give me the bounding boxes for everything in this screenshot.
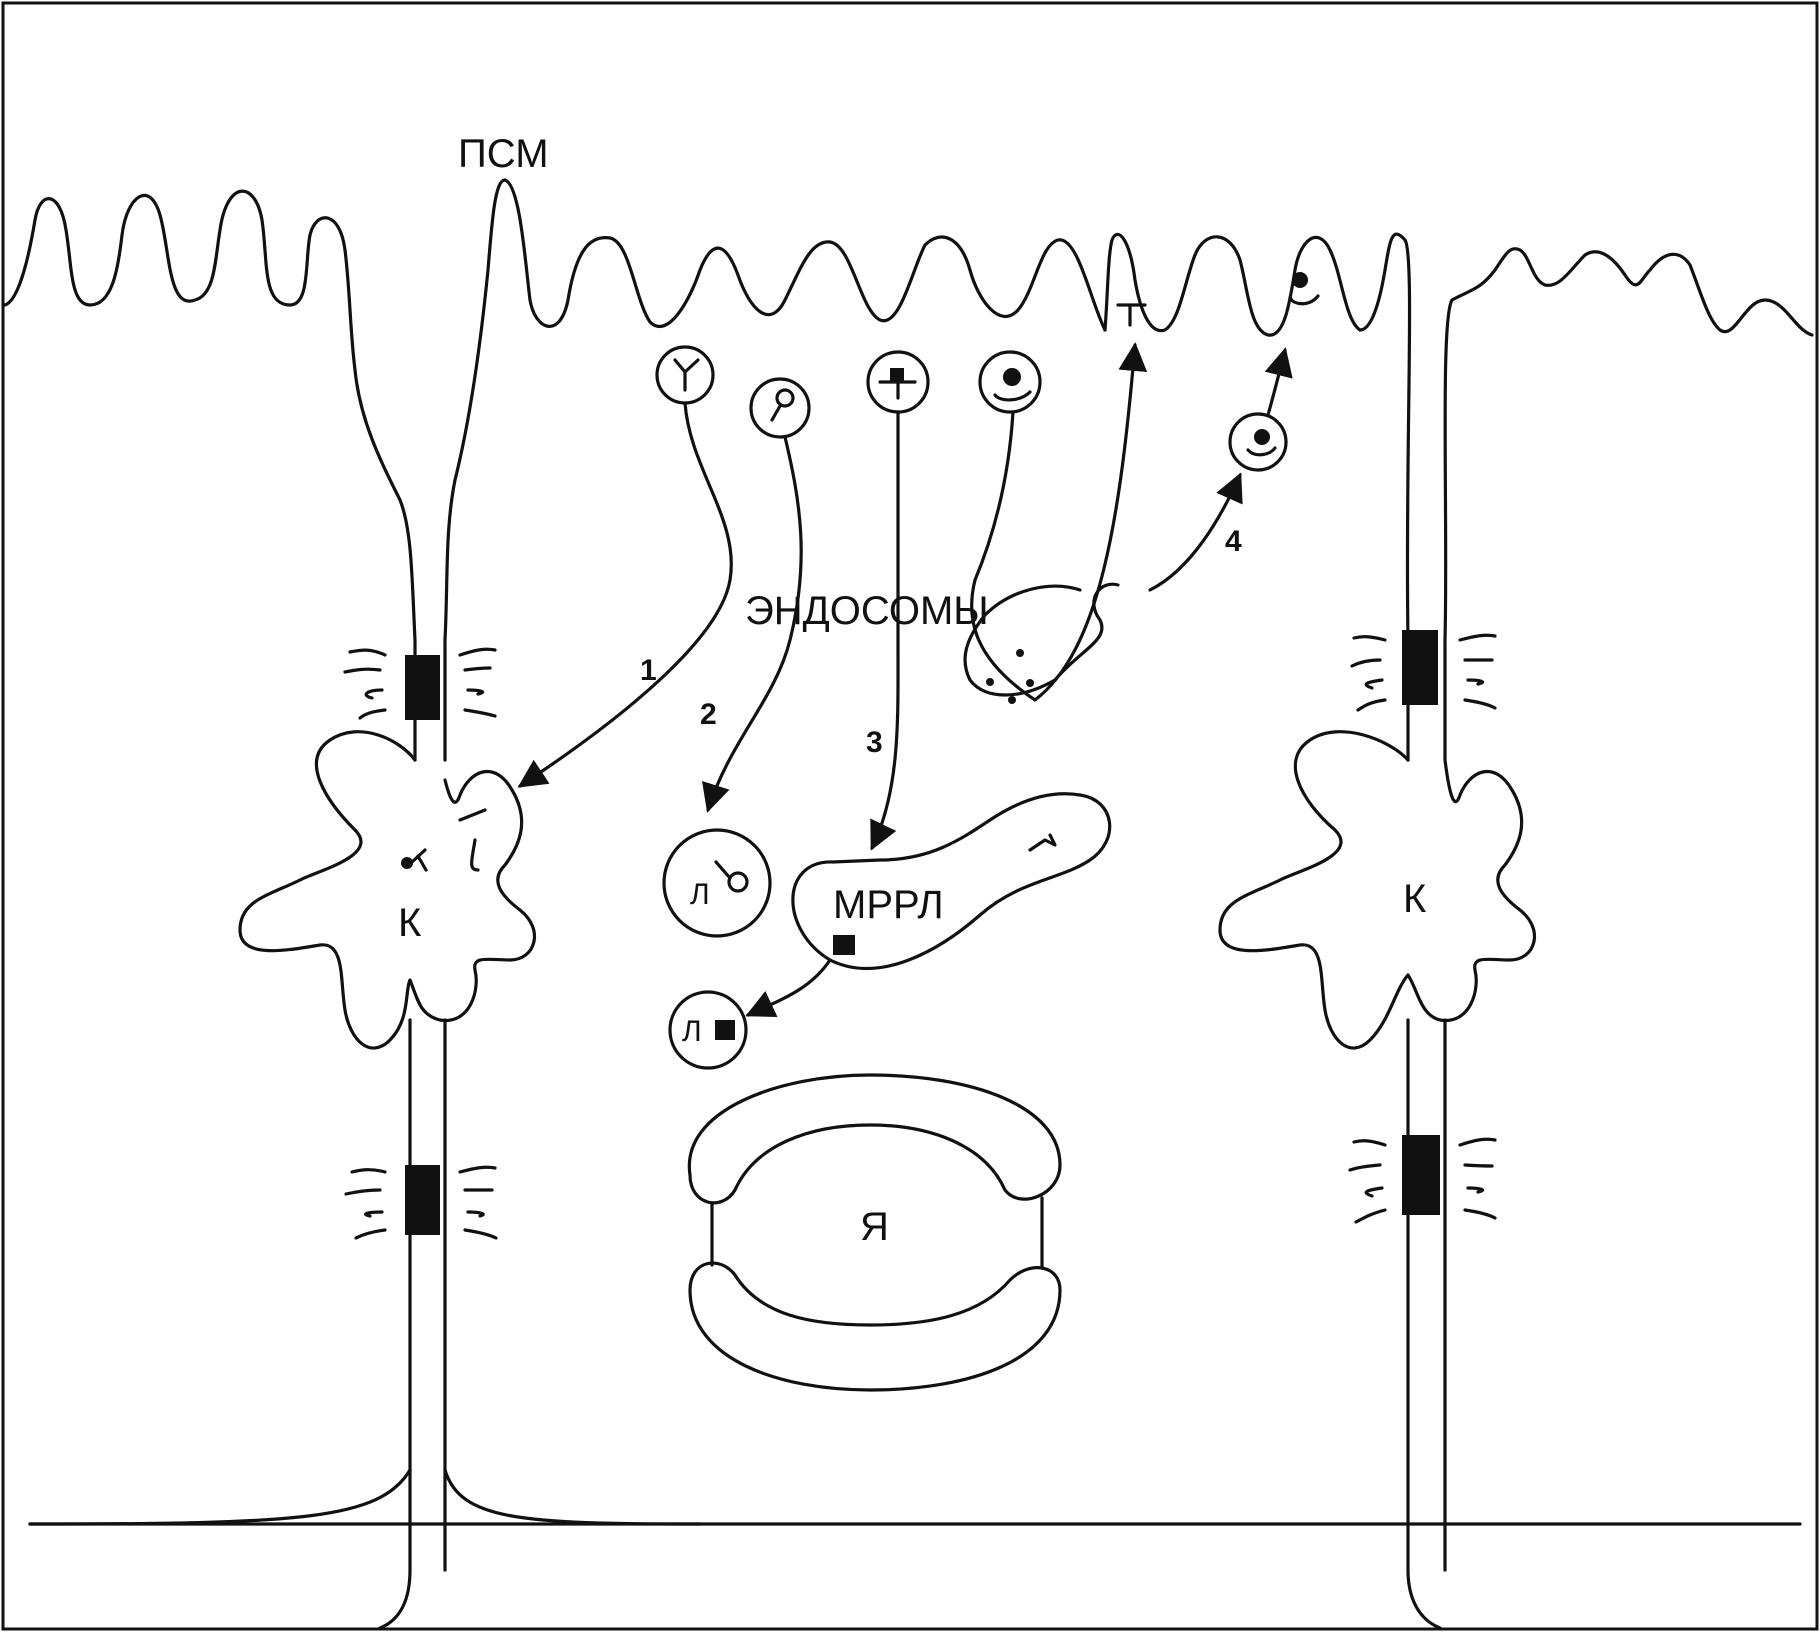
- lysosome-1-ligand-stem: [714, 860, 732, 880]
- ligand-apical-b: [1292, 272, 1308, 288]
- pathway-1-arrow: [517, 401, 733, 788]
- lysosome-2-cargo: [715, 1020, 735, 1040]
- pathway-3-arrow: [870, 410, 900, 851]
- label-pathway-2: 2: [700, 698, 717, 731]
- inner-vesicle-4: [1008, 696, 1016, 704]
- endosome-vesicle-2: [749, 377, 811, 439]
- ligand-dot-left: [401, 857, 413, 869]
- receptor-apical-a: [1116, 303, 1147, 327]
- arrow-to-lysosome-2: [745, 958, 832, 1018]
- lysosome-1: [662, 828, 772, 938]
- label-pathway-1: 1: [640, 654, 657, 687]
- late-compartment: [791, 792, 1112, 970]
- endosome-vesicle-3: [866, 350, 930, 414]
- lysosome-2: [668, 990, 748, 1070]
- nucleus: [687, 1073, 1062, 1205]
- tight-junction-right-bottom: [1402, 1135, 1440, 1215]
- pathway-4-arrow-c: [1264, 347, 1293, 417]
- desmosome-left-inner: [458, 808, 487, 822]
- lysosome-1-content: [727, 871, 749, 893]
- label-nucleus: Я: [860, 1205, 889, 1249]
- label-pathway-4: 4: [1225, 525, 1242, 558]
- apical-membrane-left-right-edge: [443, 178, 1107, 642]
- label-apical-membrane: ПСМ: [458, 132, 549, 176]
- inner-vesicle-2: [986, 678, 994, 686]
- late-compartment-cargo: [833, 935, 855, 955]
- endosome-vesicle-4: [978, 350, 1042, 414]
- label-endosomes: ЭНДОСОМЫ: [745, 589, 989, 633]
- label-junction-right: К: [1403, 877, 1427, 921]
- receptor-left: [410, 848, 428, 872]
- desmosome-right: [1218, 730, 1537, 1050]
- junction-filaments-left-top: [343, 647, 497, 720]
- pathway-4-arrow-b: [1148, 472, 1243, 592]
- inner-vesicle-3: [1026, 679, 1034, 687]
- late-compartment-receptor: [1028, 833, 1057, 852]
- label-lysosome-2: Л: [682, 1015, 702, 1048]
- tight-junction-right-top: [1402, 630, 1438, 705]
- left-cell-lateral-lower: [378, 1018, 412, 1630]
- inner-vesicle-1: [1016, 649, 1024, 657]
- desmosome-left-inner-2: [470, 838, 480, 872]
- tight-junction-left-bottom: [405, 1165, 440, 1235]
- desmosome-left: [238, 730, 537, 1050]
- endosome-vesicle-5: [1228, 412, 1288, 472]
- junction-filaments-right-top: [1350, 633, 1497, 712]
- nucleus-bottom: [688, 1261, 1062, 1392]
- apical-membrane-left: [3, 189, 417, 642]
- junction-filaments-left-bottom: [344, 1165, 498, 1240]
- label-compartment: МРРЛ: [833, 883, 944, 927]
- endosome-vesicle-1: [655, 345, 715, 405]
- pathway-2-arrow: [702, 435, 803, 813]
- label-junction-left: К: [398, 901, 422, 945]
- pathway-4-arrow-a: [970, 342, 1148, 702]
- junction-filaments-right-bottom: [1348, 1137, 1497, 1224]
- right-cell-lateral-lower: [1406, 1018, 1442, 1630]
- label-lysosome-1: Л: [690, 878, 710, 911]
- apical-membrane-middle: [1103, 232, 1412, 642]
- sorting-compartment: [963, 582, 1120, 697]
- receptor-apical-b: [1288, 294, 1320, 306]
- tight-junction-left-top: [405, 655, 440, 720]
- basal-middle-curve: [443, 1468, 702, 1526]
- basal-left-curve: [28, 1468, 412, 1526]
- apical-membrane-right: [1443, 247, 1814, 642]
- label-pathway-3: 3: [866, 726, 883, 759]
